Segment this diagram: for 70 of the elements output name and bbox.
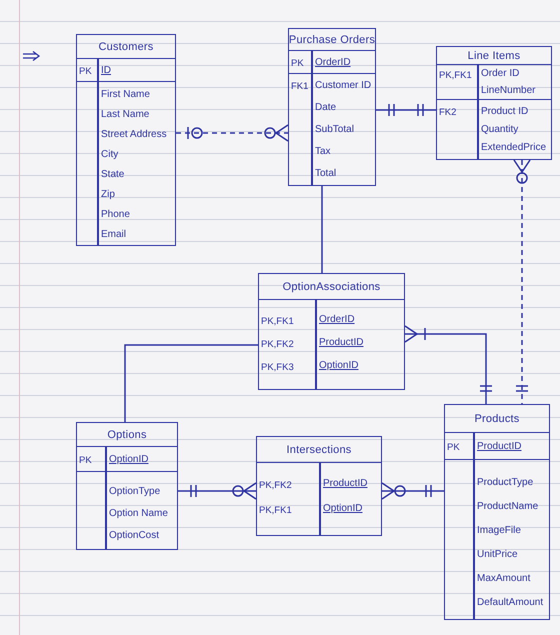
attribute-name: First Name [101, 88, 150, 100]
key-label: FK2 [439, 107, 456, 118]
attribute-name: Phone [101, 208, 130, 220]
table-title: OptionAssociations [282, 280, 380, 292]
attribute-name: Date [315, 102, 336, 112]
relationship-line [381, 482, 444, 500]
relationship-line [178, 482, 257, 500]
key-label: PK [291, 58, 304, 69]
entity-table [444, 404, 550, 620]
entity-table [258, 273, 405, 390]
attribute-name: Product ID [481, 106, 528, 116]
attribute-name: OptionType [109, 486, 160, 496]
key-label: PK,FK1 [259, 504, 292, 516]
attribute-name: ExtendedPrice [481, 142, 546, 152]
table-title: Customers [98, 40, 154, 52]
key-label: PK,FK3 [261, 362, 294, 372]
relationship-line [404, 325, 493, 404]
attribute-name: ProductID [323, 478, 368, 489]
attribute-name: City [101, 148, 118, 160]
key-label: PK,FK2 [261, 338, 294, 350]
attribute-name: UnitPrice [477, 548, 518, 560]
table-title: Options [107, 428, 147, 440]
attribute-name: Street Address [101, 128, 167, 140]
relationship-line [176, 124, 289, 142]
attribute-name: ProductName [477, 500, 538, 512]
attribute-name: Option Name [109, 508, 168, 518]
attribute-name: DefaultAmount [477, 596, 544, 608]
attribute-name: ImageFile [477, 524, 521, 536]
key-label: PK [79, 66, 92, 77]
key-label: PK [447, 442, 460, 453]
key-label: PK [79, 455, 92, 466]
attribute-name: ProductID [477, 440, 522, 452]
table-title: Line Items [468, 50, 520, 62]
attribute-name: SubTotal [315, 124, 354, 134]
entity-table [288, 28, 376, 186]
attribute-name: Quantity [481, 124, 518, 134]
attribute-name: LineNumber [481, 85, 536, 96]
attribute-name: State [101, 168, 124, 180]
table-title: Products [474, 412, 520, 424]
attribute-name: OptionID [109, 454, 148, 464]
key-label: PK,FK2 [259, 480, 292, 490]
table-title: Purchase Orders [288, 34, 376, 46]
entity-table [76, 34, 176, 246]
attribute-name: Zip [101, 188, 115, 200]
attribute-name: ID [101, 64, 111, 76]
attribute-name: OrderID [315, 56, 351, 68]
attribute-name: Total [315, 168, 336, 178]
relationship-line [321, 186, 323, 273]
relationship-line [376, 103, 436, 117]
attribute-name: Customer ID [315, 80, 372, 90]
key-label: PK,FK1 [261, 316, 294, 326]
table-title: Intersections [286, 444, 352, 456]
attribute-name: OrderID [319, 314, 355, 325]
attribute-name: ProductID [319, 337, 364, 348]
attribute-name: MaxAmount [477, 572, 530, 584]
attribute-name: OptionID [323, 503, 362, 514]
attribute-name: Last Name [101, 108, 150, 120]
key-label: PK,FK1 [439, 70, 472, 80]
attribute-name: ProductType [477, 476, 534, 488]
attribute-name: OptionCost [109, 530, 160, 540]
key-label: FK1 [291, 81, 308, 92]
attribute-name: Tax [315, 146, 331, 156]
entity-table [76, 422, 178, 550]
attribute-name: Email [101, 228, 126, 240]
attribute-name: OptionID [319, 360, 358, 371]
relationship-line [124, 344, 258, 422]
entity-table [436, 46, 552, 160]
attribute-name: Order ID [481, 68, 520, 79]
entity-table [256, 436, 382, 536]
relationship-line [513, 159, 531, 404]
